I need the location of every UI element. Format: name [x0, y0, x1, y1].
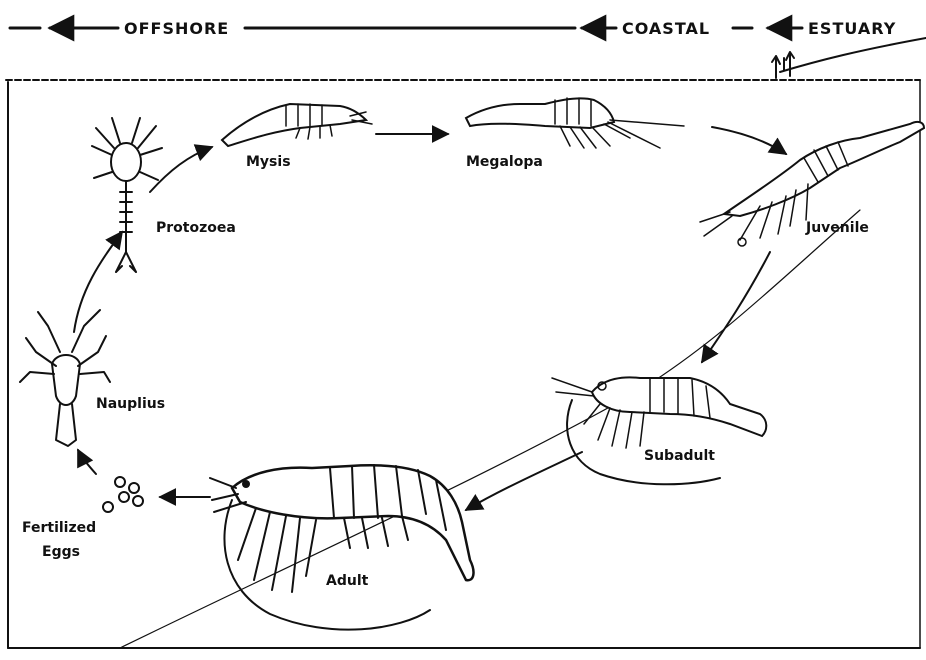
stage-label-subadult: Subadult	[644, 448, 715, 464]
arrow-megalopa-to-juvenile	[712, 127, 786, 154]
estuary-plant-icon	[772, 52, 794, 78]
adult-eye	[242, 480, 250, 488]
stage-label-nauplius: Nauplius	[96, 396, 165, 412]
shore-slope	[780, 38, 926, 72]
zone-label-estuary: ESTUARY	[808, 19, 896, 38]
nauplius-illustration	[20, 310, 110, 446]
arrow-subadult-to-adult	[466, 452, 582, 510]
subadult-illustration	[552, 377, 766, 484]
stage-label-fertilized: Fertilized	[22, 520, 96, 536]
fertilized-eggs-illustration	[103, 477, 143, 512]
stage-label-megalopa: Megalopa	[466, 154, 543, 170]
zone-label-offshore: OFFSHORE	[124, 19, 229, 38]
stage-label-eggs: Eggs	[42, 544, 80, 560]
mysis-illustration	[222, 104, 372, 146]
shoreline	[772, 38, 926, 78]
zone-header: OFFSHORE COASTAL ESTUARY	[10, 19, 896, 38]
stage-label-adult: Adult	[326, 573, 369, 589]
adult-illustration	[210, 465, 473, 630]
arrow-nauplius-to-protozoea	[74, 232, 122, 332]
zone-label-coastal: COASTAL	[622, 19, 710, 38]
protozoea-illustration	[92, 118, 162, 272]
megalopa-illustration	[466, 98, 684, 148]
arrow-eggs-to-nauplius	[78, 450, 96, 474]
stage-label-protozoea: Protozoea	[156, 220, 236, 236]
arrow-juvenile-to-subadult	[702, 252, 770, 362]
stage-label-mysis: Mysis	[246, 154, 291, 170]
arrow-protozoea-to-mysis	[150, 147, 212, 192]
stage-label-juvenile: Juvenile	[805, 220, 869, 236]
